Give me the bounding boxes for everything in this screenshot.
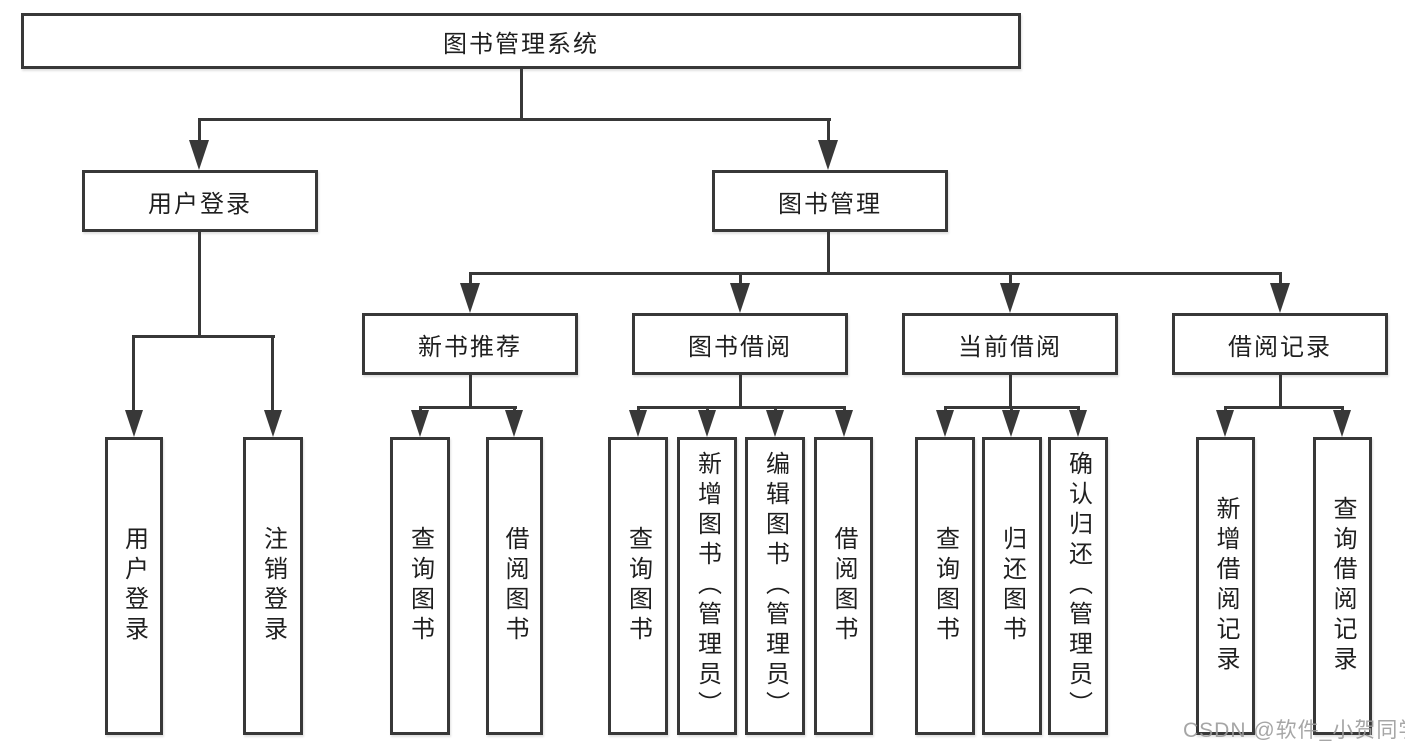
node-label: 图书管理 <box>778 190 882 218</box>
arrow-down-icon <box>629 410 647 437</box>
connector-line <box>827 118 830 144</box>
connector-line <box>198 118 831 121</box>
arrow-down-icon <box>1216 410 1234 437</box>
arrow-down-icon <box>505 410 523 437</box>
node-current-borrow: 当前借阅 <box>902 313 1118 375</box>
node-book-management: 图书管理 <box>712 170 948 232</box>
leaf-label: 注销登录 <box>259 526 287 646</box>
leaf-label: 归还图书 <box>998 526 1026 646</box>
node-user-login: 用户登录 <box>82 170 318 232</box>
node-label: 图书管理系统 <box>443 30 599 58</box>
leaf-query-books-current: 查询图书 <box>915 437 975 735</box>
connector-line <box>1279 272 1282 286</box>
leaf-user-login: 用户登录 <box>105 437 163 735</box>
connector-line <box>271 335 274 411</box>
leaf-label: 确认归还（管理员） <box>1064 451 1092 721</box>
node-label: 当前借阅 <box>958 333 1062 361</box>
connector-line <box>132 335 275 338</box>
connector-line <box>739 375 742 409</box>
arrow-down-icon <box>1270 283 1290 313</box>
arrow-down-icon <box>1002 410 1020 437</box>
node-label: 图书借阅 <box>688 333 792 361</box>
connector-line <box>739 272 742 286</box>
node-label: 新书推荐 <box>418 333 522 361</box>
leaf-label: 查询图书 <box>931 526 959 646</box>
csdn-watermark: CSDN @软件_小贺同学 <box>1183 719 1405 742</box>
node-label: 借阅记录 <box>1228 333 1332 361</box>
arrow-down-icon <box>936 410 954 437</box>
connector-line <box>827 232 830 274</box>
leaf-add-books-admin: 新增图书（管理员） <box>677 437 737 735</box>
node-new-book-recommend: 新书推荐 <box>362 313 578 375</box>
connector-line <box>198 118 201 144</box>
node-root-library-system: 图书管理系统 <box>21 13 1021 69</box>
connector-line <box>520 69 523 119</box>
connector-line <box>1224 406 1344 409</box>
leaf-add-borrow-record: 新增借阅记录 <box>1196 437 1255 735</box>
node-book-borrow: 图书借阅 <box>632 313 848 375</box>
leaf-query-borrow-record: 查询借阅记录 <box>1313 437 1372 735</box>
node-label: 用户登录 <box>148 190 252 218</box>
leaf-borrow-books: 借阅图书 <box>814 437 873 735</box>
arrow-down-icon <box>1333 410 1351 437</box>
arrow-down-icon <box>698 410 716 437</box>
leaf-label: 查询图书 <box>624 526 652 646</box>
connector-line <box>469 272 1282 275</box>
arrow-down-icon <box>1069 410 1087 437</box>
node-borrow-records: 借阅记录 <box>1172 313 1388 375</box>
leaf-label: 借阅图书 <box>501 526 528 646</box>
arrow-down-icon <box>766 410 784 437</box>
connector-line <box>637 406 846 409</box>
arrow-down-icon <box>1000 283 1020 313</box>
connector-line <box>132 335 135 411</box>
leaf-label: 编辑图书（管理员） <box>761 451 789 721</box>
leaf-label: 借阅图书 <box>830 526 857 646</box>
leaf-label: 查询借阅记录 <box>1329 496 1356 676</box>
leaf-label: 新增图书（管理员） <box>693 451 721 721</box>
arrow-down-icon <box>835 410 853 437</box>
arrow-down-icon <box>411 410 429 437</box>
connector-line <box>1009 375 1012 409</box>
leaf-label: 用户登录 <box>120 526 148 646</box>
arrow-down-icon <box>125 410 143 437</box>
arrow-down-icon <box>189 140 209 170</box>
connector-line <box>198 232 201 338</box>
arrow-down-icon <box>460 283 480 313</box>
leaf-logout: 注销登录 <box>243 437 303 735</box>
arrow-down-icon <box>264 410 282 437</box>
connector-line <box>1279 375 1282 409</box>
arrow-down-icon <box>818 140 838 170</box>
leaf-label: 新增借阅记录 <box>1212 496 1239 676</box>
leaf-borrow-books-recommend: 借阅图书 <box>486 437 543 735</box>
leaf-edit-books-admin: 编辑图书（管理员） <box>745 437 805 735</box>
leaf-label: 查询图书 <box>406 526 434 646</box>
leaf-query-books-borrow: 查询图书 <box>608 437 668 735</box>
connector-line <box>1009 272 1012 286</box>
connector-line <box>469 375 472 409</box>
leaf-return-books: 归还图书 <box>982 437 1042 735</box>
connector-line <box>469 272 472 286</box>
arrow-down-icon <box>730 283 750 313</box>
leaf-query-books-recommend: 查询图书 <box>390 437 450 735</box>
connector-line <box>419 406 517 409</box>
leaf-confirm-return-admin: 确认归还（管理员） <box>1048 437 1108 735</box>
